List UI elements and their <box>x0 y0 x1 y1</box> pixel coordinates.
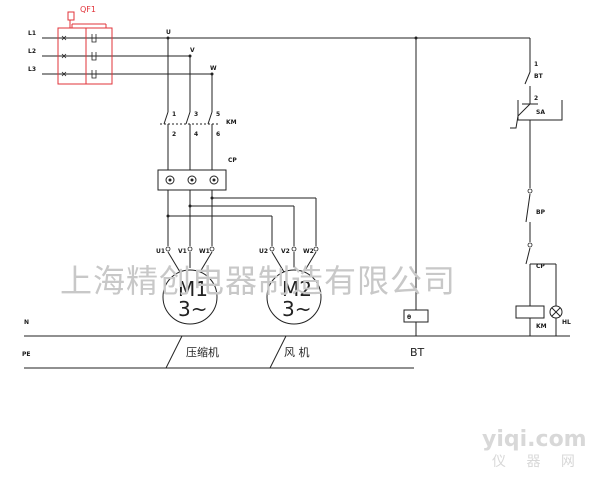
motor1-phase: 3~ <box>178 297 207 321</box>
sensor-symbol: θ <box>407 314 411 321</box>
phase-label-l2: L2 <box>28 48 36 55</box>
motor2-terminal: W2 <box>303 248 314 255</box>
motor1-terminal: V1 <box>178 248 187 255</box>
motor1-terminal: U1 <box>156 248 165 255</box>
motor2-phase: 3~ <box>282 297 311 321</box>
control-label-km: KM <box>536 323 547 330</box>
rail-label-n: N <box>24 319 29 326</box>
bus-label-v: V <box>190 47 195 54</box>
protector-label: CP <box>228 157 237 164</box>
site-watermark-name: 仪 器 网 <box>492 454 583 470</box>
motor1-number: M1 <box>178 277 208 301</box>
contactor-pin: 5 <box>216 111 220 118</box>
bus-label-u: U <box>166 29 171 36</box>
control-label-bp: BP <box>536 209 546 216</box>
control-num-2: 2 <box>534 95 538 102</box>
contactor-pin: 3 <box>194 111 198 118</box>
motor1-terminal: W1 <box>199 248 210 255</box>
contactor-label: KM <box>226 119 237 126</box>
contactor-pin: 2 <box>172 131 176 138</box>
contactor-pin: 6 <box>216 131 220 138</box>
sensor-caption: BT <box>410 346 425 359</box>
motor2-number: M2 <box>282 277 312 301</box>
company-watermark: 上海精创电器制造有限公司 <box>60 262 456 300</box>
control-label-bt: BT <box>534 73 544 80</box>
control-label-sa: SA <box>536 109 545 116</box>
motor2-terminal: U2 <box>259 248 268 255</box>
motor2-caption: 风 机 <box>284 345 310 359</box>
control-label-cp: CP <box>536 263 545 270</box>
site-watermark: yiqi.com <box>482 427 587 452</box>
contactor-pin: 4 <box>194 131 198 138</box>
contactor-pin: 1 <box>172 111 176 118</box>
bus-label-w: W <box>210 65 217 72</box>
phase-label-l3: L3 <box>28 66 36 73</box>
breaker-label: QF1 <box>80 5 96 14</box>
control-label-hl: HL <box>562 319 571 326</box>
motor2-terminal: V2 <box>281 248 290 255</box>
control-num-1: 1 <box>534 61 538 68</box>
motor1-caption: 压缩机 <box>186 345 219 359</box>
rail-label-pe: PE <box>22 351 31 358</box>
phase-label-l1: L1 <box>28 30 36 37</box>
